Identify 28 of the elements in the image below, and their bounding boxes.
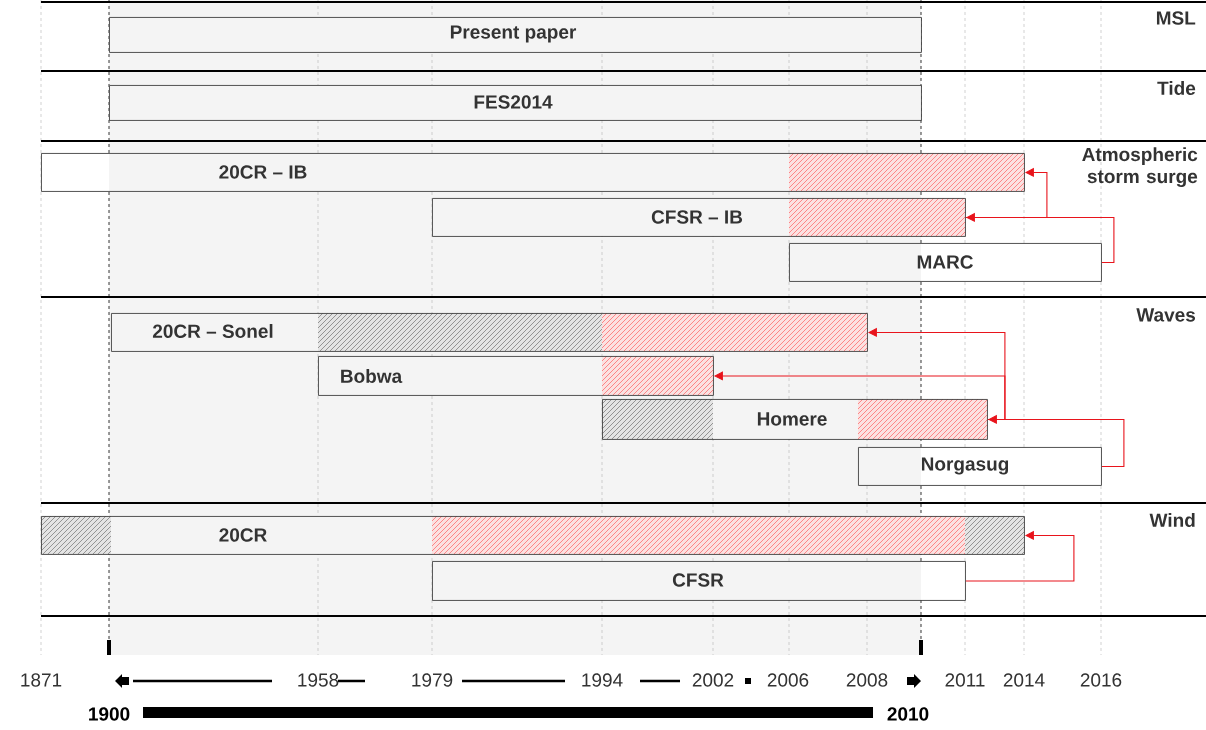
year-label: 2010 [887,707,929,721]
timeline-bar: 20CR [41,516,1025,555]
timeline-bar: Homere [602,399,988,440]
year-label: 1958 [298,673,339,687]
year-label: 2014 [1003,673,1045,687]
timeline-bar: CFSR [432,561,966,601]
year-label: 2008 [846,673,888,687]
section-label: Tide [1157,81,1196,95]
section-label: Wind [1149,513,1195,527]
year-label: 2016 [1080,673,1122,687]
timeline-bar: 20CR – Sonel [111,313,868,352]
year-label: 1900 [89,707,130,721]
section-label: Waves [1136,308,1195,322]
timeline-bar: 20CR – IB [41,153,1025,192]
timeline-bar: CFSR – IB [432,198,966,237]
year-label: 1994 [582,673,623,687]
year-label: 2006 [767,673,809,687]
timeline-bar: Bobwa [318,356,714,396]
timeline-bar: Norgasug [858,447,1102,486]
year-label: 2011 [945,673,985,687]
timeline-bar: MARC [789,243,1102,282]
timeline-bar: FES2014 [109,85,922,121]
year-label: 2002 [692,673,734,687]
timeline-bar: Present paper [109,17,922,53]
year-label: 1979 [412,673,453,687]
year-label: 1871 [21,673,62,687]
section-label: Atmospheric storm surge [1082,147,1198,187]
section-label: MSL [1156,11,1196,25]
